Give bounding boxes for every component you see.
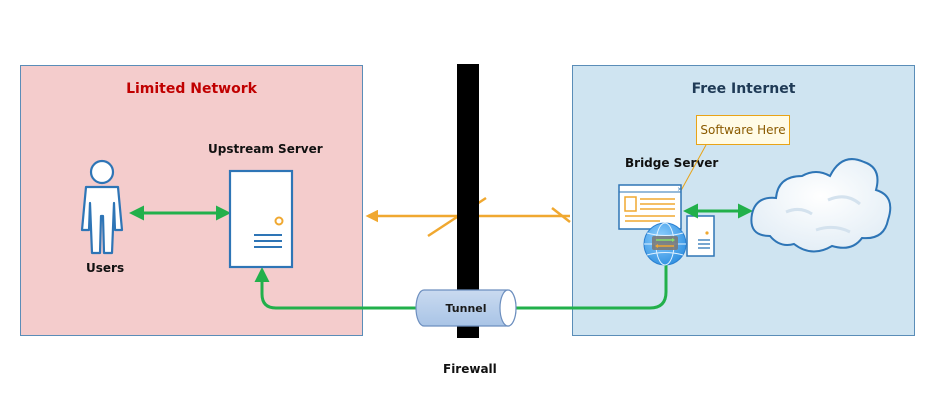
firewall-bar: [457, 64, 479, 338]
limited-network-title: Limited Network: [126, 81, 257, 97]
tunnel-opening: [499, 289, 517, 327]
globe-icon: [643, 222, 687, 266]
upstream-server-icon: [228, 169, 294, 269]
limited-network-zone: Limited Network: [20, 65, 363, 336]
bridge-server-tower-icon: [686, 215, 715, 257]
svg-text:×: ×: [677, 186, 682, 193]
users-label: Users: [86, 261, 125, 275]
blocked-connection-break-end: [551, 207, 571, 223]
free-internet-title: Free Internet: [691, 81, 796, 97]
firewall-label: Firewall: [443, 362, 497, 376]
callout-pointer: [677, 144, 707, 197]
software-here-callout: Software Here: [696, 115, 790, 145]
software-window-icon: ×: [618, 184, 682, 230]
tunnel-label: Tunnel: [445, 302, 486, 315]
bridge-server-label: Bridge Server: [625, 156, 719, 170]
tunnel: Tunnel: [415, 289, 517, 327]
tunnel-route-right: [514, 262, 668, 310]
tunnel-route-left: [254, 267, 418, 310]
upstream-server-label: Upstream Server: [208, 142, 323, 156]
user-icon: [80, 159, 124, 255]
cloud-icon: [750, 158, 892, 253]
